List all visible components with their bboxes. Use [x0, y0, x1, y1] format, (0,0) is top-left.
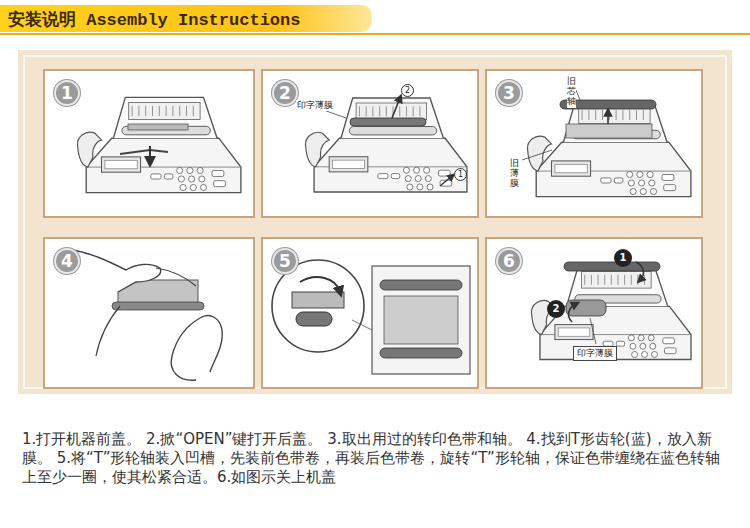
part-label: 旧薄膜 [510, 158, 519, 190]
step-digit: 1 [61, 85, 73, 102]
instruction-caption: 1.打开机器前盖。 2.掀“OPEN”键打开后盖。 3.取出用过的转印色带和轴。… [22, 430, 728, 486]
step-digit: 6 [503, 253, 515, 270]
step-digit: 3 [503, 85, 515, 102]
step-number: 1 [54, 80, 80, 106]
step-number: 5 [272, 248, 298, 274]
header-title: 安装说明 Assembly Instructions [8, 8, 300, 31]
step-number: 2 [272, 80, 298, 106]
step-digit: 4 [61, 253, 73, 270]
step-digit: 2 [279, 85, 291, 102]
step-digit: 1 [620, 253, 627, 263]
step-number: 6 [496, 248, 522, 274]
callout-number: 2 [401, 84, 414, 97]
part-label: 旧芯轴 [567, 76, 576, 108]
step-number: 3 [496, 80, 522, 106]
step-digit: 2 [553, 304, 560, 314]
step-number: 4 [54, 248, 80, 274]
callout-number: 1 [614, 249, 632, 267]
part-label: 印字薄膜 [573, 346, 617, 361]
part-label: 印字薄膜 [296, 100, 334, 111]
callout-number: 2 [547, 300, 565, 318]
callout-number: 1 [454, 168, 467, 181]
step-digit: 5 [279, 253, 291, 270]
